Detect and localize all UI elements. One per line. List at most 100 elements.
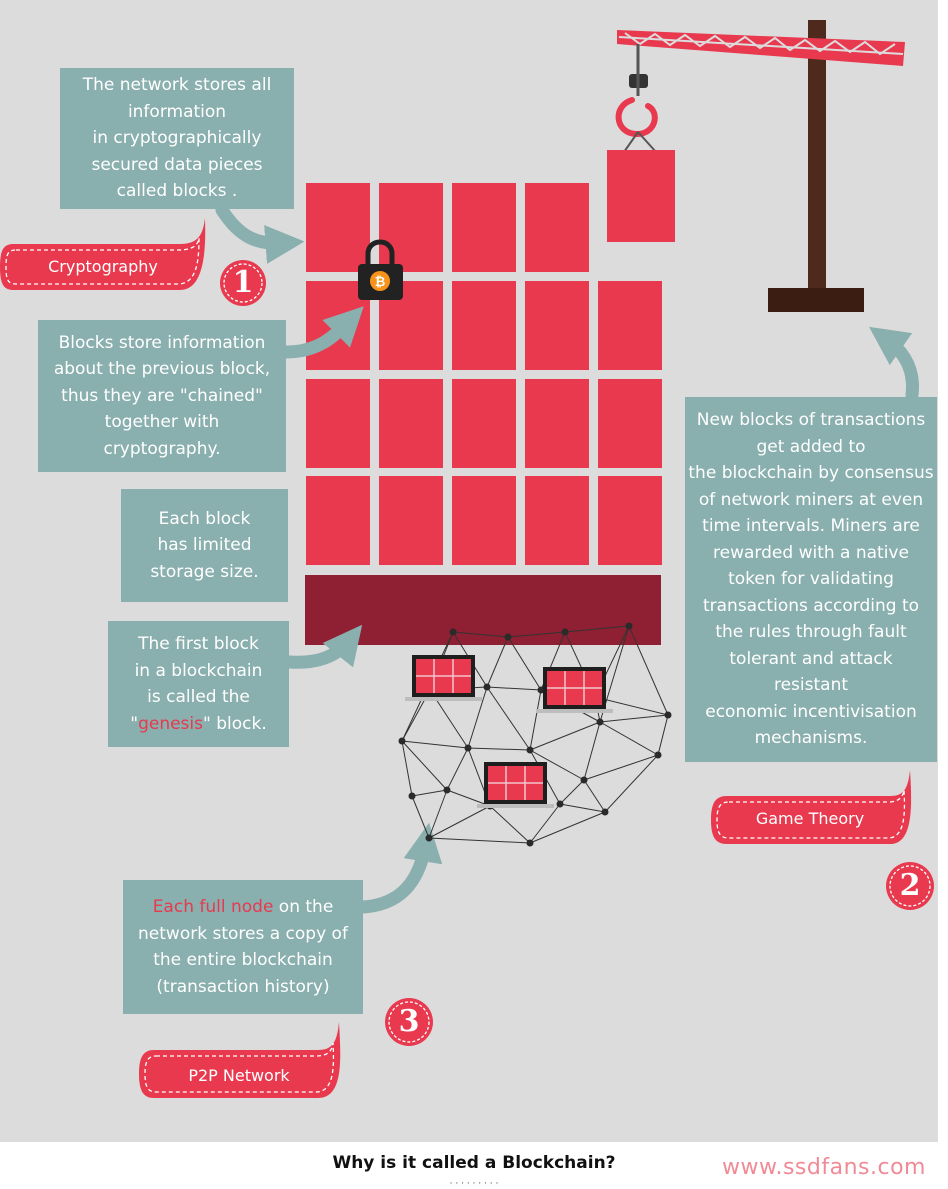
- network-link: [486, 686, 542, 691]
- block: [452, 476, 516, 565]
- box-storage-line: in cryptographically: [92, 128, 262, 149]
- block: [525, 281, 589, 370]
- network-link: [428, 789, 448, 839]
- box-genesis-line: The first block: [138, 634, 259, 654]
- box-storage-line: secured data pieces: [91, 154, 263, 175]
- network-link: [486, 686, 531, 751]
- network-node: [654, 751, 662, 759]
- box-node-line: Each full node on the: [123, 894, 363, 921]
- network-node: [601, 808, 609, 816]
- crane-jib: [617, 30, 905, 66]
- network-link: [452, 631, 509, 638]
- arrow-genesis: [283, 624, 363, 669]
- box-consensus-line: mechanisms.: [754, 728, 868, 749]
- box-node-line: (transaction history): [156, 976, 330, 997]
- network-link: [489, 805, 531, 844]
- arrow-consensus: [869, 326, 920, 402]
- block: [379, 183, 443, 272]
- tag-p2p: [139, 1022, 341, 1098]
- network-node: [504, 633, 512, 641]
- network-link: [411, 789, 448, 797]
- box-storage-line: called blocks .: [116, 181, 238, 202]
- box-consensus-line: New blocks of transactions: [696, 410, 926, 431]
- block: [306, 476, 370, 565]
- box-genesis-line: in a blockchain: [134, 660, 263, 681]
- box-chain: Blocks store information about the previ…: [38, 320, 286, 472]
- network-link: [529, 721, 601, 751]
- badge-3-number: 3: [398, 1004, 420, 1039]
- crane-hook: [615, 97, 658, 138]
- full-node-highlight: Each full node: [152, 897, 274, 917]
- block: [525, 379, 589, 468]
- crane-base: [768, 288, 864, 312]
- tag-p2p-label: P2P Network: [188, 1066, 290, 1085]
- caption: Why is it called a Blockchain?: [332, 1153, 616, 1173]
- block-grid: [306, 183, 662, 565]
- network-link: [599, 721, 659, 756]
- crane: [607, 20, 905, 312]
- hanging-block: [607, 150, 675, 242]
- badge-2: [886, 862, 934, 910]
- network-node: [556, 800, 564, 808]
- network-link: [529, 749, 585, 781]
- network-link: [657, 714, 669, 756]
- arrow-chain: [279, 306, 364, 359]
- network-link: [467, 686, 488, 749]
- network-link: [559, 803, 606, 813]
- network-link: [583, 779, 606, 813]
- network-link: [401, 740, 413, 797]
- box-consensus-line: token for validating: [728, 569, 894, 590]
- badge-1: [220, 260, 266, 306]
- box-chain-line: Blocks store information: [58, 332, 266, 353]
- network-node: [398, 737, 406, 745]
- network-node: [537, 686, 545, 694]
- box-consensus: New blocks of transactions get added to …: [685, 397, 937, 762]
- padlock-bitcoin-icon: ₿: [358, 239, 403, 300]
- box-node-text: on the: [273, 897, 334, 917]
- network-node: [425, 834, 433, 842]
- laptops: [405, 655, 613, 808]
- box-size-line: has limited: [157, 535, 252, 556]
- block: [452, 281, 516, 370]
- box-node-line: network stores a copy of: [138, 923, 348, 944]
- box-consensus-line: economic incentivisation: [705, 701, 917, 722]
- network-link: [559, 779, 585, 805]
- genesis-block: [305, 575, 661, 645]
- bitcoin-icon: [370, 271, 390, 291]
- badge-2-number: 2: [899, 868, 921, 903]
- network-link: [507, 631, 566, 638]
- box-size-line: storage size.: [150, 561, 259, 582]
- network-link: [599, 714, 669, 723]
- block: [598, 281, 662, 370]
- network-node: [561, 628, 569, 636]
- crane-mast: [808, 20, 826, 290]
- watermark: www.ssdfans.com: [722, 1155, 926, 1180]
- laptop-base: [536, 709, 613, 713]
- box-consensus-line: resistant: [773, 675, 849, 696]
- network-link: [529, 803, 561, 844]
- network-link: [467, 747, 531, 751]
- box-consensus-line: the rules through fault: [715, 622, 907, 643]
- network-link: [401, 740, 469, 749]
- network-link: [428, 805, 491, 839]
- network-link: [604, 754, 659, 813]
- laptop-base: [477, 804, 554, 808]
- network-node: [625, 622, 633, 630]
- block: [306, 183, 370, 272]
- network-link: [446, 747, 469, 791]
- box-size: Each block has limited storage size.: [121, 489, 288, 602]
- box-storage-line: information: [127, 101, 227, 122]
- box-chain-line: together with: [104, 412, 220, 433]
- network-node: [443, 786, 451, 794]
- network-link: [583, 754, 659, 781]
- badge-3: [385, 998, 433, 1046]
- box-genesis-line: "genesis" block.: [108, 711, 289, 738]
- network-link: [529, 811, 606, 844]
- box-consensus-line: transactions according to: [702, 595, 920, 616]
- network-link: [446, 789, 491, 807]
- network-link: [564, 625, 630, 633]
- box-consensus-line: get added to: [756, 436, 866, 457]
- quote-open: ": [130, 713, 139, 734]
- network-node: [664, 711, 672, 719]
- box-node-line: the entire blockchain: [153, 950, 333, 970]
